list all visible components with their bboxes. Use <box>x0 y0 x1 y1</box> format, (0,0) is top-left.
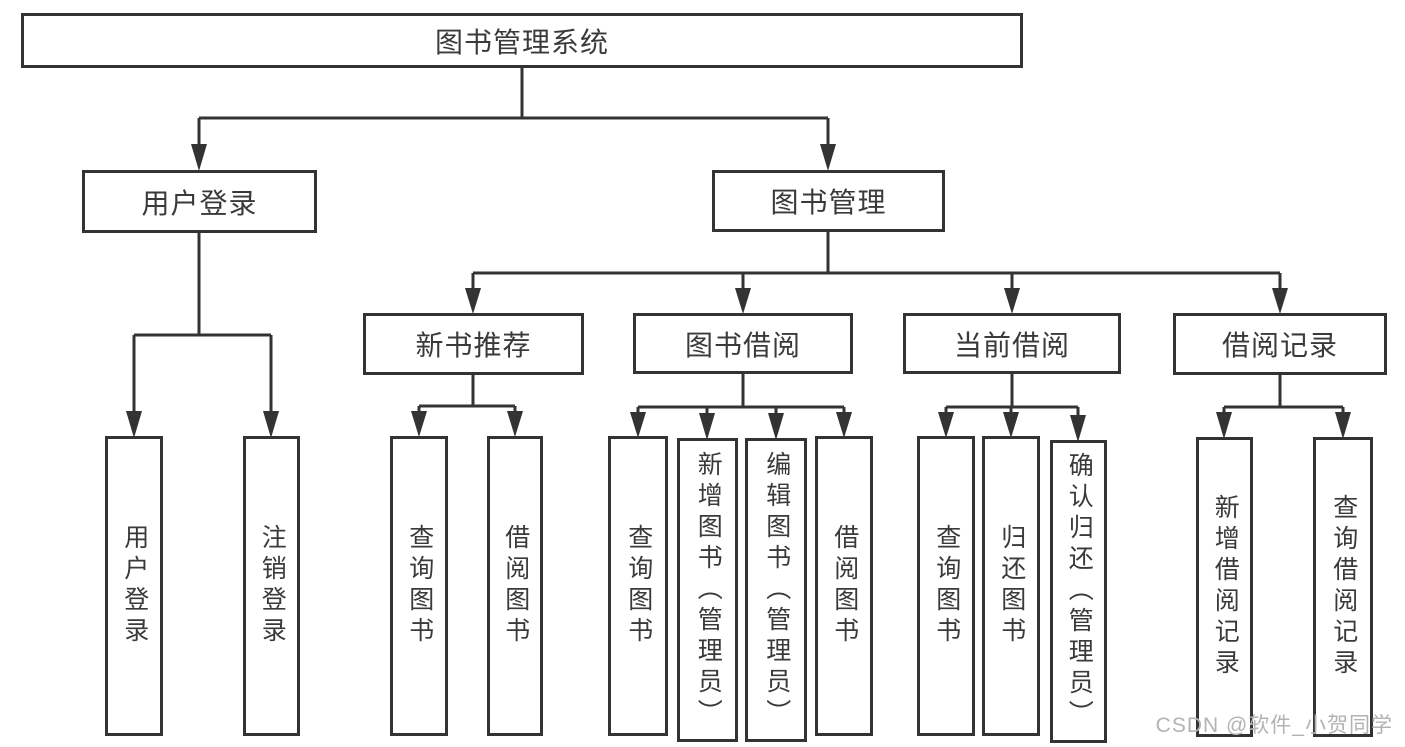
leaf-return-books: 归还图书 <box>982 436 1040 736</box>
node-book-borrow: 图书借阅 <box>633 313 853 374</box>
csdn-watermark: CSDN @软件_小贺同学 <box>1155 714 1393 737</box>
arrowheads-book-mgmt-branch <box>465 288 1288 314</box>
leaf-query-books-3: 查询图书 <box>917 436 975 736</box>
leaf-borrow-books-2: 借阅图书 <box>815 436 873 736</box>
node-root: 图书管理系统 <box>21 13 1023 68</box>
leaf-query-borrow-record: 查询借阅记录 <box>1313 437 1373 737</box>
connector-book-mgmt-branch <box>471 232 1282 294</box>
connector-borrow-record-branch <box>1222 375 1345 418</box>
leaf-edit-books-admin: 编辑图书（管理员） <box>745 438 807 742</box>
leaf-query-books-2: 查询图书 <box>608 436 668 736</box>
leaf-add-books-admin: 新增图书（管理员） <box>677 438 738 742</box>
leaf-borrow-books-1: 借阅图书 <box>487 436 543 736</box>
node-new-book-rec: 新书推荐 <box>363 313 584 375</box>
arrowheads-new-book-rec-branch <box>411 411 523 437</box>
arrowheads-book-borrow-branch <box>630 412 852 440</box>
arrowheads-user-login-branch <box>126 411 279 438</box>
node-book-mgmt: 图书管理 <box>712 170 945 232</box>
leaf-confirm-return-admin: 确认归还（管理员） <box>1050 440 1107 743</box>
node-borrow-record: 借阅记录 <box>1173 313 1387 375</box>
leaf-query-books-1: 查询图书 <box>390 436 448 736</box>
arrowheads-current-borrow-branch <box>938 412 1086 442</box>
leaf-logout: 注销登录 <box>243 436 300 736</box>
node-user-login: 用户登录 <box>82 170 317 233</box>
arrowheads-borrow-record-branch <box>1216 412 1351 439</box>
connector-root-branch <box>197 68 830 150</box>
arrowheads-root-branch <box>191 144 836 171</box>
connector-user-login-branch <box>132 233 273 418</box>
leaf-add-borrow-record: 新增借阅记录 <box>1196 437 1253 737</box>
connector-book-borrow-branch <box>636 374 846 418</box>
node-current-borrow: 当前借阅 <box>903 313 1121 374</box>
leaf-user-login: 用户登录 <box>105 436 163 736</box>
connector-new-book-rec-branch <box>417 375 517 418</box>
